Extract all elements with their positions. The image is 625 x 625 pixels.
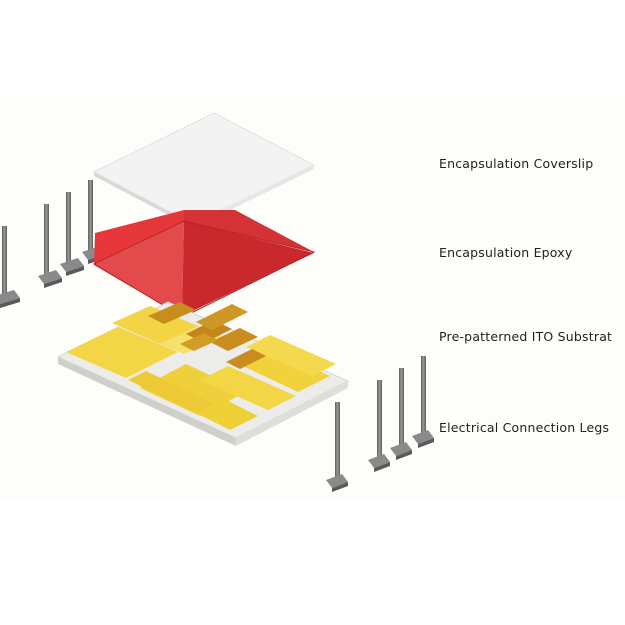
leg-right-4 bbox=[412, 356, 434, 448]
label-encapsulation-coverslip: Encapsulation Coverslip bbox=[439, 156, 594, 171]
connection-legs-left bbox=[0, 180, 106, 308]
connection-legs-right bbox=[326, 356, 434, 492]
leg-right-3 bbox=[390, 368, 412, 460]
epoxy-layer bbox=[92, 210, 316, 318]
ito-substrate-layer bbox=[56, 301, 350, 446]
leg-left-3 bbox=[60, 192, 84, 276]
label-encapsulation-epoxy: Encapsulation Epoxy bbox=[439, 245, 573, 260]
leg-left-1 bbox=[0, 226, 20, 308]
leg-left-2 bbox=[38, 204, 62, 288]
label-ito-substrate: Pre-patterned ITO Substrat bbox=[439, 329, 613, 344]
leg-right-1 bbox=[326, 402, 348, 492]
label-connection-legs: Electrical Connection Legs bbox=[439, 420, 610, 435]
leg-right-2 bbox=[368, 380, 390, 472]
